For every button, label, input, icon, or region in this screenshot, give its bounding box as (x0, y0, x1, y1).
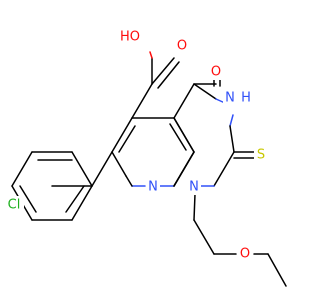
molecule-canvas: HO O O H N S N N O Cl (2, 28, 287, 287)
n3-nitrogen-label: N (225, 91, 235, 106)
bond-c2-n1 (213, 151, 235, 187)
acid-hydroxyl-label: HO (120, 30, 140, 45)
bond-c5-ccooh (131, 83, 153, 119)
n1-nitrogen-label: N (189, 180, 199, 195)
ether-oxygen-label: O (240, 247, 250, 262)
bond-c4-n3 (193, 83, 217, 100)
bond-c4a-c8a (173, 117, 195, 153)
carboxylic-acid (131, 51, 180, 119)
chlorophenyl-ring (11, 151, 113, 221)
bond-methyl (267, 253, 287, 287)
bond-ar-2 (71, 151, 93, 187)
ring-outlines (173, 117, 195, 187)
bond-c8a-n8 (173, 151, 195, 187)
bond-ar-4 (11, 151, 33, 187)
structure-drawing: HO O O H N S N N O Cl (2, 28, 287, 287)
bond-c-o-a (151, 57, 175, 85)
thione-sulfur-label: S (257, 148, 265, 163)
bond-c7-n8-a (125, 175, 133, 187)
bond-c-oh-o (149, 51, 153, 59)
n8-nitrogen-label: N (148, 180, 158, 195)
bond-c5-c6-double (118, 125, 136, 153)
bond-ar-7 (71, 185, 93, 221)
bond-n1-ch2 (193, 193, 196, 221)
bond-n3-c2-n (229, 114, 234, 127)
bond-c7-aryl (91, 151, 113, 187)
bond-n3-c2 (229, 125, 235, 153)
bond-c4a-c5-double (169, 123, 187, 151)
chlorine-label: Cl (8, 198, 21, 213)
bond-ar-7-double (65, 185, 85, 213)
bond-ar-5-double (19, 185, 37, 213)
ketone-oxygen-label: O (211, 65, 221, 80)
thione (233, 151, 257, 159)
bond-ch2-ch2 (193, 219, 215, 255)
methoxyethyl-chain (193, 193, 287, 287)
acid-carbonyl-oxygen-label: O (177, 39, 187, 54)
nh-hydrogen-label: H (241, 91, 251, 106)
bond-c4a-c4 (173, 83, 195, 119)
bond-c5-c6 (111, 117, 133, 153)
pyridine-ring (111, 117, 195, 187)
bond-c-o-b (157, 61, 180, 89)
bond-c6-c7 (111, 151, 127, 177)
atom-labels: HO O O H N S N N O Cl (2, 28, 268, 262)
